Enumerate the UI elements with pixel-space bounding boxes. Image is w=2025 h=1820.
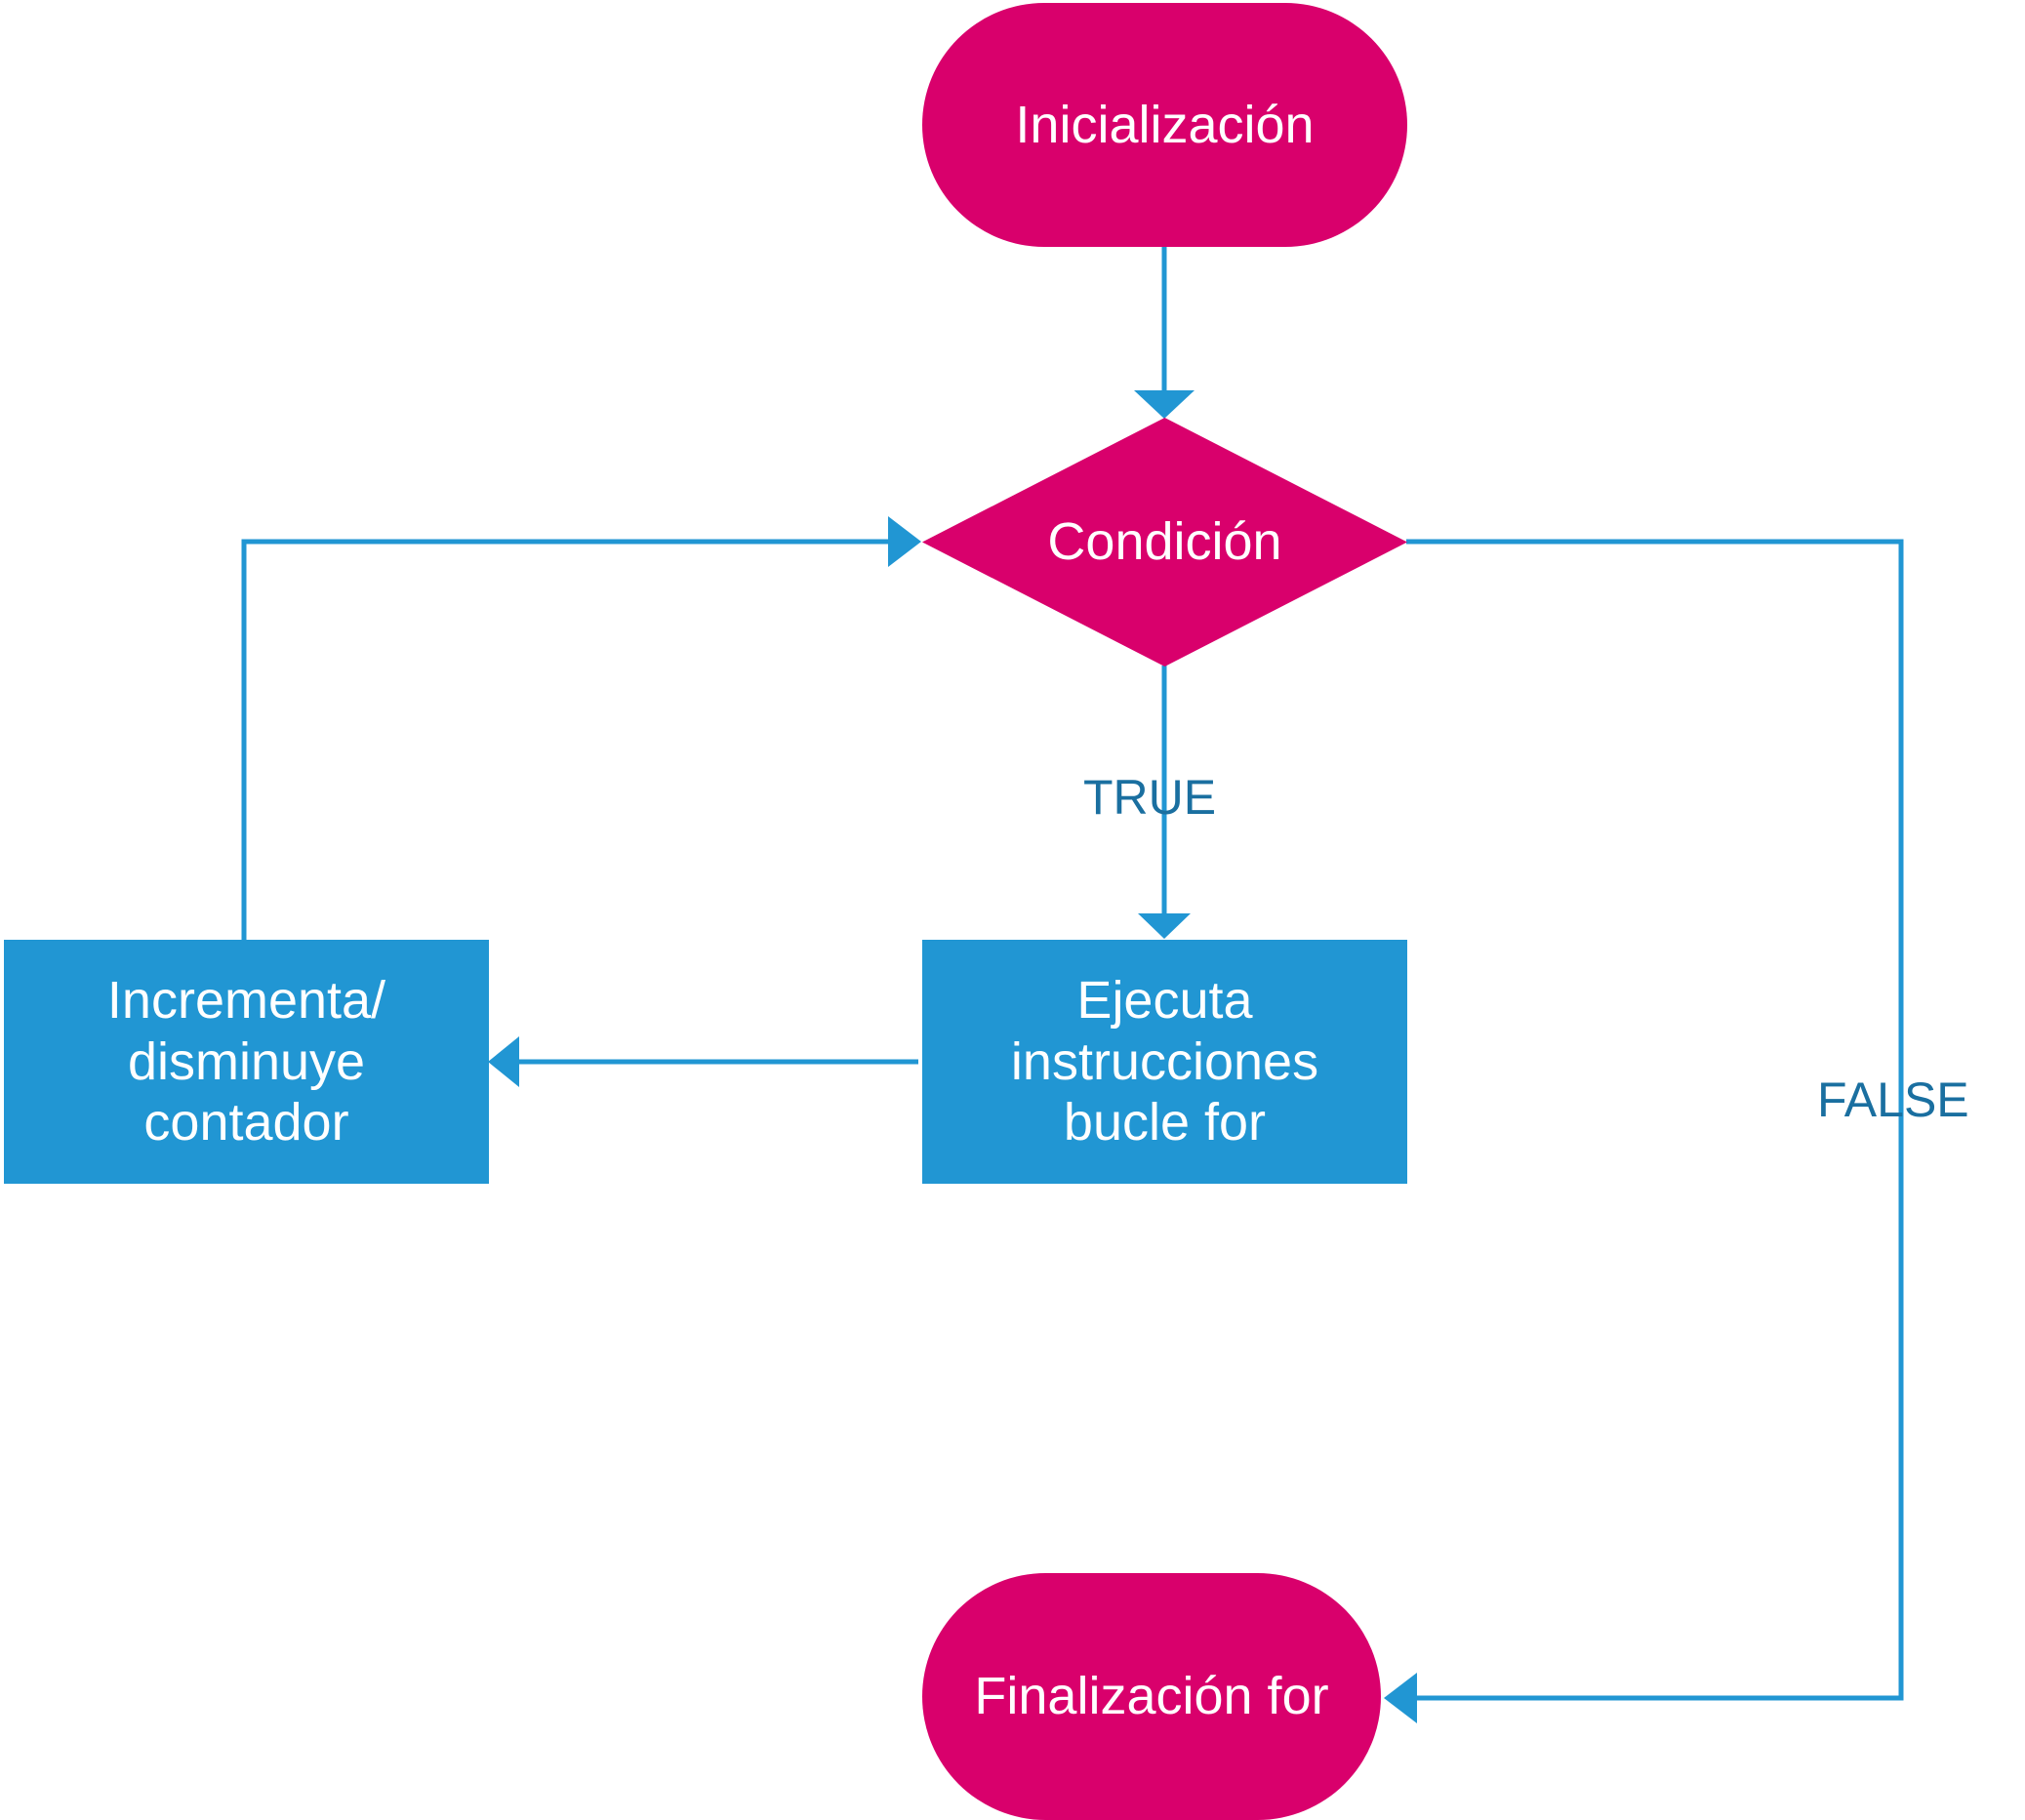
edge-incrementa-to-condicion (241, 516, 921, 940)
edge-condicion-to-ejecuta-true (1138, 666, 1191, 939)
edge-condicion-to-finalizacion-false (1384, 539, 1904, 1723)
node-condicion-label: Condición (1047, 512, 1282, 572)
edge-inicializacion-to-condicion (1134, 247, 1195, 419)
node-condicion[interactable]: Condición (922, 418, 1407, 667)
node-ejecuta-instrucciones[interactable]: Ejecuta instrucciones bucle for (922, 940, 1407, 1184)
edge-label-false: FALSE (1817, 1072, 1969, 1127)
node-ejecuta-instrucciones-label: Ejecuta instrucciones bucle for (1010, 971, 1319, 1153)
node-finalizacion-for-label: Finalización for (974, 1667, 1329, 1726)
node-finalizacion-for[interactable]: Finalización for (922, 1573, 1381, 1820)
node-inicializacion-label: Inicialización (1015, 95, 1315, 154)
node-incrementa-contador[interactable]: Incrementa/ disminuye contador (4, 940, 489, 1184)
edge-ejecuta-to-incrementa (488, 1036, 918, 1087)
node-inicializacion[interactable]: Inicialización (922, 3, 1407, 247)
node-incrementa-contador-label: Incrementa/ disminuye contador (106, 971, 386, 1153)
edge-label-true: TRUE (1083, 770, 1217, 825)
